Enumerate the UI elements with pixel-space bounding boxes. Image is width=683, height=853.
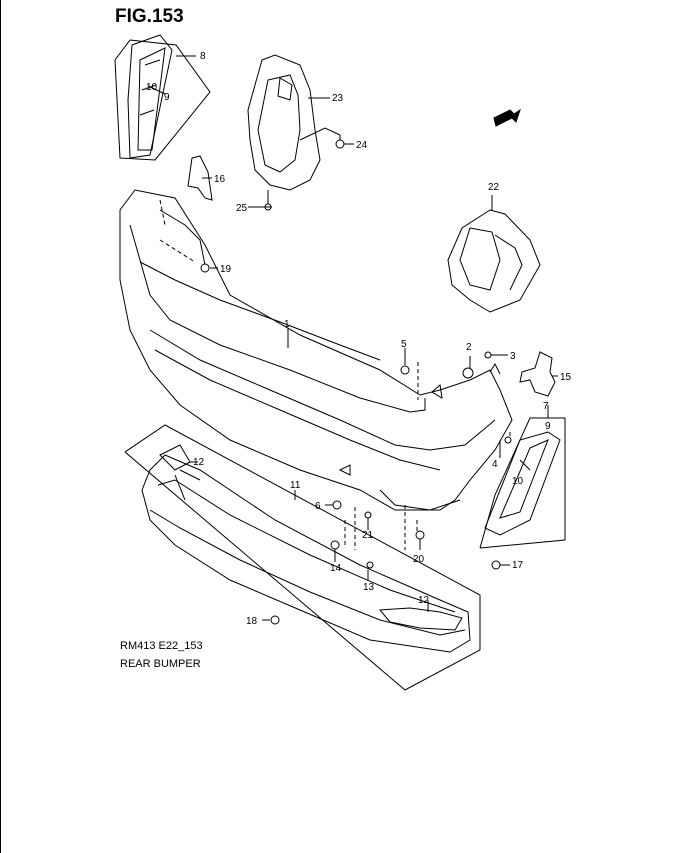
part-8-inset bbox=[114, 34, 211, 161]
callout-20: 20 bbox=[413, 554, 425, 565]
figure-title: FIG.153 bbox=[115, 6, 184, 27]
callout-7: 7 bbox=[543, 401, 549, 412]
callout-17: 17 bbox=[512, 560, 524, 571]
fasteners bbox=[200, 139, 512, 625]
leader-lines bbox=[190, 267, 510, 621]
page-border bbox=[0, 0, 1, 853]
callout-3: 3 bbox=[510, 351, 516, 362]
callout-24: 24 bbox=[356, 140, 368, 151]
callout-23: 23 bbox=[332, 93, 344, 104]
fwd-arrow bbox=[493, 108, 521, 127]
part-22-bracket bbox=[447, 195, 541, 313]
callout-15: 15 bbox=[560, 372, 572, 383]
figure-code: RM413 E22_153 bbox=[120, 640, 203, 652]
callout-21: 21 bbox=[362, 530, 374, 541]
part-19-dashed bbox=[159, 199, 196, 263]
part-16-bracket bbox=[187, 155, 213, 201]
callout-12-right: 12 bbox=[418, 595, 430, 606]
callout-9-left: 9 bbox=[164, 92, 170, 103]
callout-18: 18 bbox=[246, 616, 258, 627]
dashed-leaders bbox=[344, 362, 511, 550]
callout-1: 1 bbox=[284, 319, 290, 330]
part-19-leader bbox=[159, 209, 206, 266]
callout-16: 16 bbox=[214, 174, 226, 185]
part-15-bracket bbox=[519, 351, 558, 397]
part-7-inset bbox=[479, 405, 566, 549]
callout-connectors bbox=[248, 97, 558, 377]
callout-22: 22 bbox=[488, 182, 500, 193]
callout-10-left: 10 bbox=[146, 82, 158, 93]
callout-labels: 1 2 3 4 5 6 7 8 9 9 10 10 11 12 12 13 14… bbox=[146, 51, 572, 627]
callout-14: 14 bbox=[330, 563, 342, 574]
callout-6: 6 bbox=[315, 501, 321, 512]
callout-13: 13 bbox=[363, 582, 375, 593]
callout-4: 4 bbox=[492, 459, 498, 470]
callout-8: 8 bbox=[200, 51, 206, 62]
callout-2: 2 bbox=[466, 342, 472, 353]
part-11-inset bbox=[124, 424, 481, 691]
part-23-bracket bbox=[247, 54, 341, 204]
part-1-bumper-cover bbox=[119, 189, 513, 511]
callout-11: 11 bbox=[290, 480, 301, 491]
callout-25: 25 bbox=[236, 203, 248, 214]
callout-10-right: 10 bbox=[512, 476, 524, 487]
callout-9-right: 9 bbox=[545, 421, 551, 432]
callout-12-left: 12 bbox=[193, 457, 205, 468]
callout-5: 5 bbox=[401, 339, 407, 350]
figure-caption: REAR BUMPER bbox=[120, 658, 201, 670]
callout-19: 19 bbox=[220, 264, 232, 275]
